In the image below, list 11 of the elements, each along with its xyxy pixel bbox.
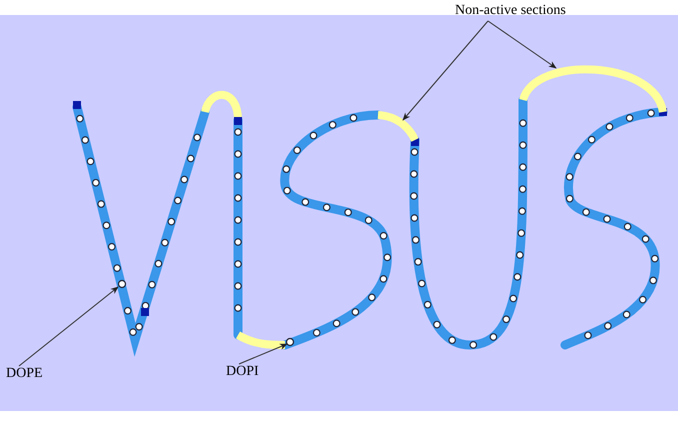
leader-line <box>402 20 488 121</box>
inactive-section <box>378 111 419 142</box>
callout-label: DOPI <box>226 364 259 380</box>
leader-line <box>238 344 288 364</box>
marker-dot <box>118 280 126 288</box>
inactive-section <box>519 66 667 114</box>
leader-line <box>18 286 119 366</box>
callout-label: DOPE <box>6 366 43 382</box>
marker-dot <box>286 338 294 346</box>
callout-label: Non-active sections <box>455 3 566 19</box>
leader-line <box>488 20 557 68</box>
